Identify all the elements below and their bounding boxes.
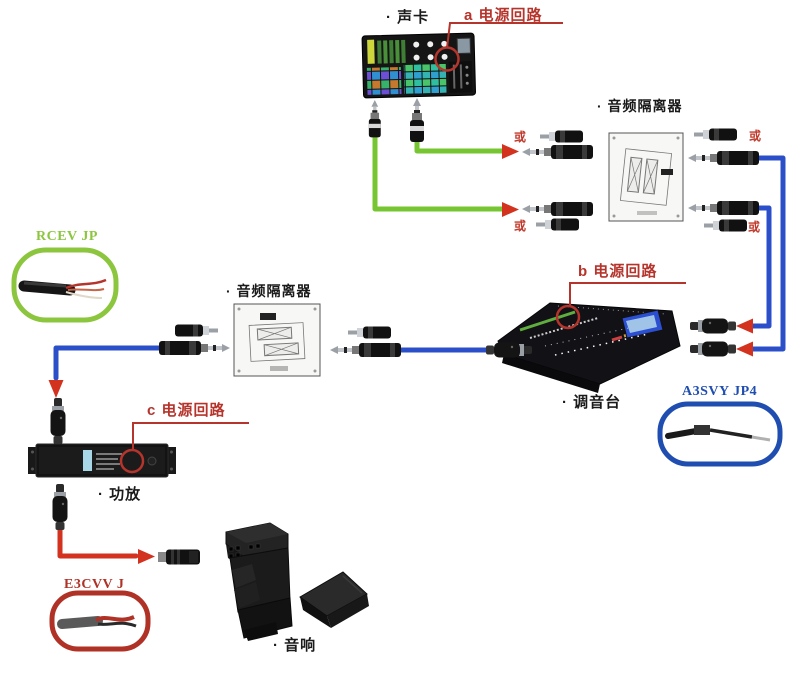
rcev-cable-label: RCEV JP — [36, 229, 98, 244]
rcev-cable-photo — [11, 247, 119, 323]
wedge-monitor-speaker — [299, 571, 369, 628]
trs-plug-icon — [688, 201, 759, 215]
or-label: 或 — [514, 219, 527, 233]
blue-cable-isolator-to-mixer-2 — [750, 205, 772, 329]
signal-arrows — [48, 144, 753, 564]
rca-plug-icon — [704, 219, 747, 232]
soundcard-screen — [456, 37, 471, 55]
speakon-plug-icon — [158, 549, 200, 565]
blue-cable-isolator-to-amp — [53, 345, 162, 381]
blue-cable-isolator-to-mixer-1 — [750, 155, 786, 352]
red-cable-amp-to-speaker — [57, 525, 139, 559]
plug-icon — [410, 98, 424, 142]
circuit-b-circle — [555, 304, 581, 330]
isolator-mid-label: · 音频隔离器 — [226, 283, 312, 299]
xlr-plug-icon — [690, 341, 736, 357]
circuit-c-label: c 电源回路 — [147, 402, 226, 419]
circuit-c-line — [132, 422, 249, 450]
or-label: 或 — [749, 129, 762, 143]
green-cable-bottom — [372, 131, 505, 212]
xlr-plug-icon — [52, 484, 68, 530]
e3cvv-cable-photo — [49, 590, 151, 652]
speakers-label: · 音响 — [273, 637, 317, 654]
isolator-logo — [260, 313, 276, 320]
arrow-left-icon — [736, 318, 753, 334]
sound-card-device — [361, 32, 477, 99]
knobs — [413, 40, 448, 61]
pads-grid-left — [366, 66, 402, 95]
audio-isolator-top-device — [608, 132, 684, 222]
a3svy-cable-photo — [657, 401, 783, 467]
line-array-speaker — [225, 522, 293, 641]
xlr-plug-icon — [50, 398, 66, 444]
soundcard-label: · 声卡 — [386, 9, 430, 26]
xlr-plug-icon — [690, 318, 736, 334]
circuit-b-label: b 电源回路 — [578, 263, 658, 280]
vu-meter — [367, 39, 375, 64]
arrow-right-icon — [138, 549, 155, 564]
circuit-c-circle — [119, 448, 145, 474]
isolator-top-label: · 音频隔离器 — [597, 98, 683, 114]
rca-plug-icon — [540, 130, 583, 143]
pads-grid-main — [403, 63, 447, 94]
circuit-b-line — [569, 282, 686, 306]
a3svy-cable-label: A3SVY JP4 — [682, 384, 758, 399]
arrow-left-icon — [736, 341, 753, 357]
trs-plug-icon — [688, 151, 759, 165]
plug-icon — [368, 100, 381, 138]
rca-plug-icon — [536, 218, 579, 231]
arrow-down-icon — [48, 380, 64, 398]
trs-plug-icon — [522, 202, 593, 216]
audio-isolator-mid-device — [233, 303, 321, 377]
rca-plug-icon — [175, 324, 218, 337]
trs-plug-icon — [522, 145, 593, 159]
or-label: 或 — [748, 220, 761, 234]
arrow-right-icon — [502, 144, 519, 159]
arrow-right-icon — [502, 202, 519, 217]
isolator-logo — [661, 169, 673, 175]
or-label: 或 — [514, 130, 527, 144]
rca-plug-icon — [348, 326, 391, 339]
circuit-a-line — [446, 22, 563, 49]
mixer-label: · 调音台 — [562, 394, 622, 411]
rca-plug-icon — [694, 128, 737, 141]
mixer-device — [497, 302, 681, 393]
amplifier-device — [28, 443, 176, 478]
circuit-a-label: a 电源回路 — [464, 7, 543, 24]
circuit-a-circle — [434, 46, 460, 72]
amp-display — [83, 450, 92, 471]
trs-plug-icon — [330, 343, 401, 357]
e3cvv-cable-label: E3CVV J — [64, 577, 125, 592]
green-cable-top — [414, 137, 505, 154]
amplifier-label: · 功放 — [98, 486, 142, 503]
trs-plug-icon — [159, 341, 230, 355]
